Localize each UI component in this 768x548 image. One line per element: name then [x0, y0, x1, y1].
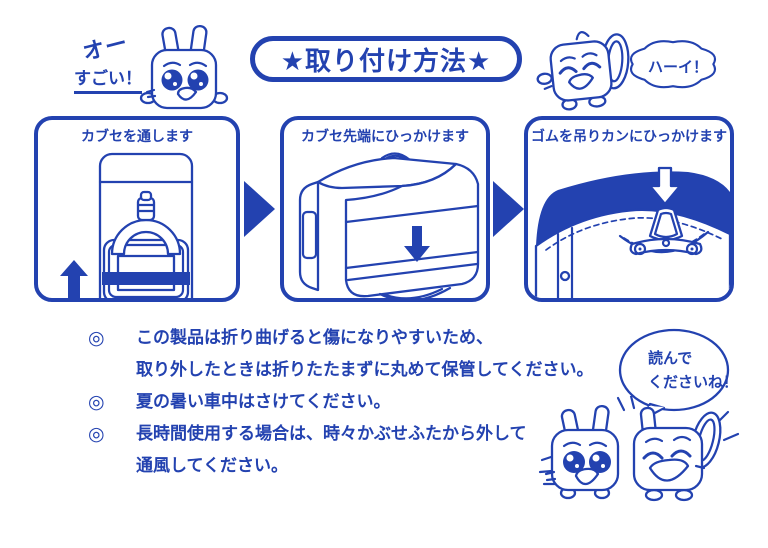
note-text: 取り外したときは折りたたまずに丸めて保管してください。: [136, 360, 594, 380]
note-3-line-2: 通風してください。: [88, 450, 628, 482]
note-text: この製品は折り曲げると傷になりやすいため、: [136, 328, 493, 348]
note-bullet: ◎: [88, 423, 105, 445]
arrow-down-icon: [404, 226, 430, 262]
flap-back-illustration: [60, 152, 194, 298]
step-3-label: ゴムを吊りカンにひっかけます: [531, 129, 727, 145]
mascot-pair-icon: [538, 396, 740, 502]
cloud-bubble: [629, 40, 717, 89]
arrow-up-icon: [60, 260, 88, 298]
mascot-left-icon: [139, 24, 229, 110]
mascot-right-icon: [536, 31, 630, 111]
note-1-line-1: ◎ この製品は折り曲げると傷になりやすいため、: [88, 322, 628, 354]
notes-section: ◎ この製品は折り曲げると傷になりやすいため、 取り外したときは折りたたまずに丸…: [88, 322, 628, 482]
page-title: ★取り付け方法★: [250, 36, 522, 82]
rain-cover: [536, 171, 730, 246]
step-panel-2: カブセ先端にひっかけます: [280, 116, 490, 302]
step-panel-1: カブセを通します: [34, 116, 240, 302]
right-speech: ハーイ！: [647, 58, 708, 76]
note-text: 通風してください。: [136, 456, 288, 476]
mascot-bottom-left-icon: [544, 404, 620, 500]
footer-speech-line2: くださいね！: [648, 373, 739, 391]
step-1-label: カブセを通します: [81, 129, 193, 145]
note-text: 長時間使用する場合は、時々かぶせふたから外して: [136, 424, 527, 444]
arrow-right-icon: [493, 181, 524, 237]
cover-hook-illustration: [534, 166, 730, 298]
note-3-line-1: ◎ 長時間使用する場合は、時々かぶせふたから外して: [88, 418, 628, 450]
footer-speech-line1: 読んで: [648, 349, 693, 367]
step-2-label: カブセ先端にひっかけます: [301, 129, 469, 145]
backpack-illustration: [298, 152, 480, 298]
mascot-bottom-right-icon: [632, 406, 722, 502]
arrow-right-icon: [244, 181, 275, 237]
note-2-line-1: ◎ 夏の暑い車中はさけてください。: [88, 386, 628, 418]
step-panel-3: ゴムを吊りカンにひっかけます: [524, 116, 734, 302]
left-speech-line1: オー: [80, 30, 131, 67]
elastic-band: [102, 272, 190, 285]
arrow-down-outline-icon: [648, 166, 682, 206]
note-bullet: ◎: [88, 391, 105, 413]
note-bullet: ◎: [88, 327, 105, 349]
footer-speech: 読んで くださいね！: [648, 346, 738, 394]
left-speech-line2: すごい！: [74, 64, 142, 94]
note-1-line-2: 取り外したときは折りたたまずに丸めて保管してください。: [88, 354, 628, 386]
note-text: 夏の暑い車中はさけてください。: [136, 392, 391, 412]
